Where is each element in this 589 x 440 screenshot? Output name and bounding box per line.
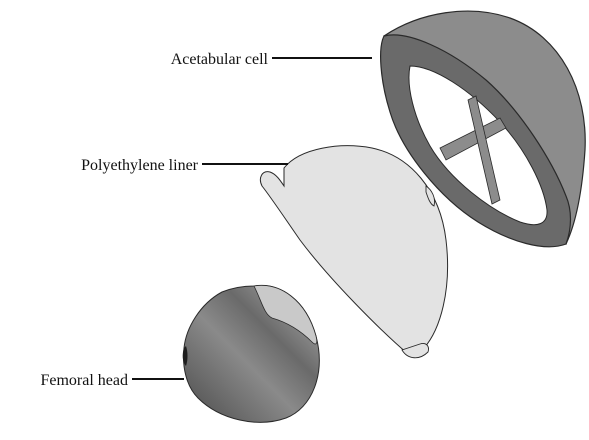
femoral-head-label: Femoral head <box>40 372 128 389</box>
femoral-head <box>183 285 320 422</box>
polyethylene-liner-label: Polyethylene liner <box>81 157 199 174</box>
acetabular-cell-label: Acetabular cell <box>171 51 269 68</box>
